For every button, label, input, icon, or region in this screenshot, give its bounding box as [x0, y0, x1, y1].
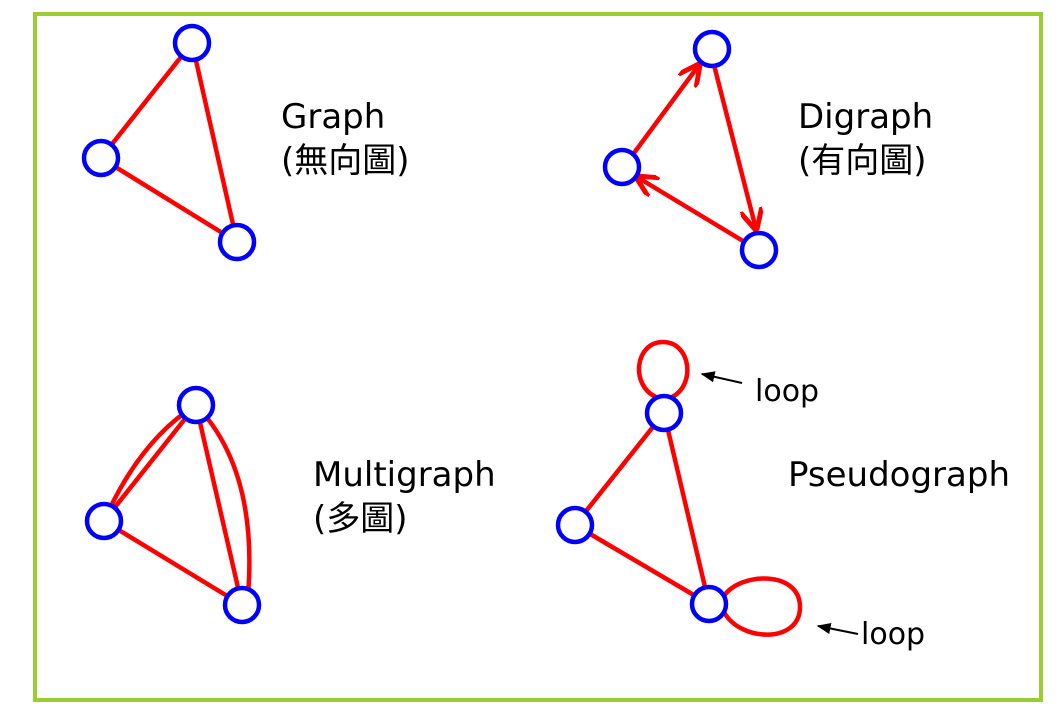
multigraph-subtitle: (多圖): [313, 499, 408, 539]
pseudograph-node: [555, 505, 595, 545]
graph-title: Graph: [281, 97, 385, 137]
loop-pointer-arrow: [816, 622, 859, 635]
multigraph-node: [176, 385, 216, 425]
digraph-arc: [631, 65, 699, 156]
digraph-arc: [637, 177, 746, 244]
digraph-subtitle: (有向圖): [798, 141, 927, 181]
pseudograph-edge: [661, 410, 712, 607]
digraph-title: Digraph: [798, 97, 933, 137]
graph-edge: [189, 40, 240, 245]
multigraph-edge: [101, 402, 199, 524]
pseudograph-panel: Pseudograph loop loop: [555, 339, 1010, 652]
pseudograph-edge: [572, 410, 667, 528]
digraph-node: [692, 29, 732, 69]
loop-label-bottom: loop: [861, 617, 925, 652]
multigraph-panel: Multigraph (多圖): [84, 385, 496, 625]
multigraph-edge: [193, 402, 245, 608]
multigraph-title: Multigraph: [313, 455, 496, 495]
pseudograph-loop-top: [636, 339, 690, 400]
graph-edge: [98, 155, 240, 245]
multigraph-node: [84, 501, 124, 541]
diagram-frame: [33, 12, 1043, 702]
multigraph-node: [222, 585, 262, 625]
digraph-panel: Digraph (有向圖): [602, 29, 933, 270]
pseudograph-edge: [572, 522, 712, 607]
graph-node: [172, 23, 212, 63]
multigraph-parallel-edge: [193, 402, 252, 598]
pseudograph-node: [644, 393, 684, 433]
digraph-node: [739, 230, 779, 270]
graph-node: [217, 222, 257, 262]
pseudograph-node: [689, 584, 729, 624]
pseudograph-title: Pseudograph: [788, 455, 1010, 495]
loop-label-top: loop: [755, 374, 819, 409]
pseudograph-loop-bottom: [721, 576, 803, 637]
loop-pointer-arrow: [700, 371, 743, 384]
multigraph-edge: [101, 518, 245, 608]
digraph-arc: [711, 62, 756, 229]
digraph-node: [602, 147, 642, 187]
graph-panel: Graph (無向圖): [81, 23, 410, 262]
graph-subtitle: (無向圖): [281, 141, 410, 181]
graph-node: [81, 138, 121, 178]
graph-edge: [98, 40, 195, 161]
